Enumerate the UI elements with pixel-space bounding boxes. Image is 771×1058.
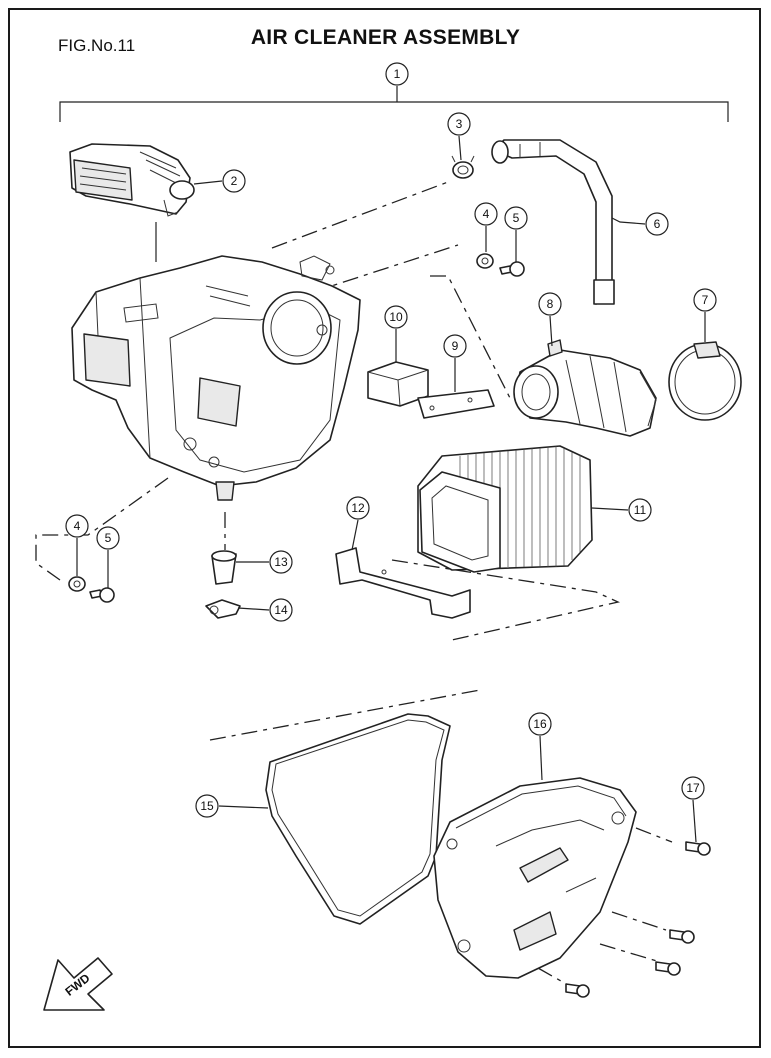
callout-leaders bbox=[76, 135, 706, 843]
callout-17-label: 17 bbox=[686, 781, 700, 795]
callout-13-label: 13 bbox=[274, 555, 288, 569]
callout-4-lower-label: 4 bbox=[74, 519, 81, 533]
part-12-bracket bbox=[335, 547, 471, 619]
callout-5-lower: 5 bbox=[96, 526, 120, 550]
callout-5-upper: 5 bbox=[504, 206, 528, 230]
callout-10: 10 bbox=[384, 305, 408, 329]
callout-8: 8 bbox=[538, 292, 562, 316]
callout-4-upper-label: 4 bbox=[483, 207, 490, 221]
callout-1: 1 bbox=[385, 62, 409, 86]
callout-11: 11 bbox=[628, 498, 652, 522]
callout-8-label: 8 bbox=[547, 297, 554, 311]
callout-14-label: 14 bbox=[274, 603, 288, 617]
figure-title: AIR CLEANER ASSEMBLY bbox=[250, 26, 521, 49]
callout-15-label: 15 bbox=[200, 799, 214, 813]
callout-12: 12 bbox=[346, 496, 370, 520]
callout-5-lower-label: 5 bbox=[105, 531, 112, 545]
part-1-air-cleaner-case bbox=[71, 255, 361, 501]
fwd-arrow-icon: FWD bbox=[43, 957, 113, 1011]
callout-12-label: 12 bbox=[351, 501, 365, 515]
callout-16-label: 16 bbox=[533, 717, 547, 731]
callout-3: 3 bbox=[447, 112, 471, 136]
callout-4-upper: 4 bbox=[474, 202, 498, 226]
figure-frame bbox=[8, 8, 761, 1048]
callout-1-label: 1 bbox=[394, 67, 401, 81]
callout-2: 2 bbox=[222, 169, 246, 193]
part-9-plate bbox=[417, 389, 495, 419]
part-5-screw-lower bbox=[89, 587, 115, 603]
part-16-cover bbox=[433, 777, 637, 979]
part-17-screws bbox=[565, 841, 711, 998]
callout-4-lower: 4 bbox=[65, 514, 89, 538]
part-3-hose-clamp bbox=[451, 155, 475, 179]
callout-17: 17 bbox=[681, 776, 705, 800]
assembly-bracket bbox=[59, 86, 729, 122]
part-13-drain-plug bbox=[211, 550, 237, 585]
callout-6: 6 bbox=[645, 212, 669, 236]
callout-9-label: 9 bbox=[452, 339, 459, 353]
part-4-washer-lower bbox=[68, 576, 86, 592]
part-2-intake-duct bbox=[69, 143, 195, 217]
callout-11-label: 11 bbox=[634, 503, 647, 517]
figure-number: FIG.No.11 bbox=[58, 36, 136, 55]
part-7-hose-clamp bbox=[668, 341, 742, 421]
callout-15: 15 bbox=[195, 794, 219, 818]
callout-2-label: 2 bbox=[231, 174, 238, 188]
callout-5-upper-label: 5 bbox=[513, 211, 520, 225]
part-15-gasket bbox=[265, 713, 451, 925]
callout-14: 14 bbox=[269, 598, 293, 622]
part-4-washer-upper bbox=[476, 253, 494, 269]
assembly-guide-lines bbox=[35, 181, 673, 986]
callout-6-label: 6 bbox=[654, 217, 661, 231]
callout-9: 9 bbox=[443, 334, 467, 358]
part-5-screw-upper bbox=[499, 261, 525, 277]
callout-3-label: 3 bbox=[456, 117, 463, 131]
part-6-breather-hose bbox=[491, 139, 615, 305]
part-8-joint-boot bbox=[513, 339, 657, 437]
part-14-clip bbox=[205, 599, 241, 619]
callout-10-label: 10 bbox=[389, 310, 403, 324]
part-11-air-filter bbox=[417, 445, 593, 573]
callout-16: 16 bbox=[528, 712, 552, 736]
callout-13: 13 bbox=[269, 550, 293, 574]
callout-7-label: 7 bbox=[702, 293, 709, 307]
callout-7: 7 bbox=[693, 288, 717, 312]
